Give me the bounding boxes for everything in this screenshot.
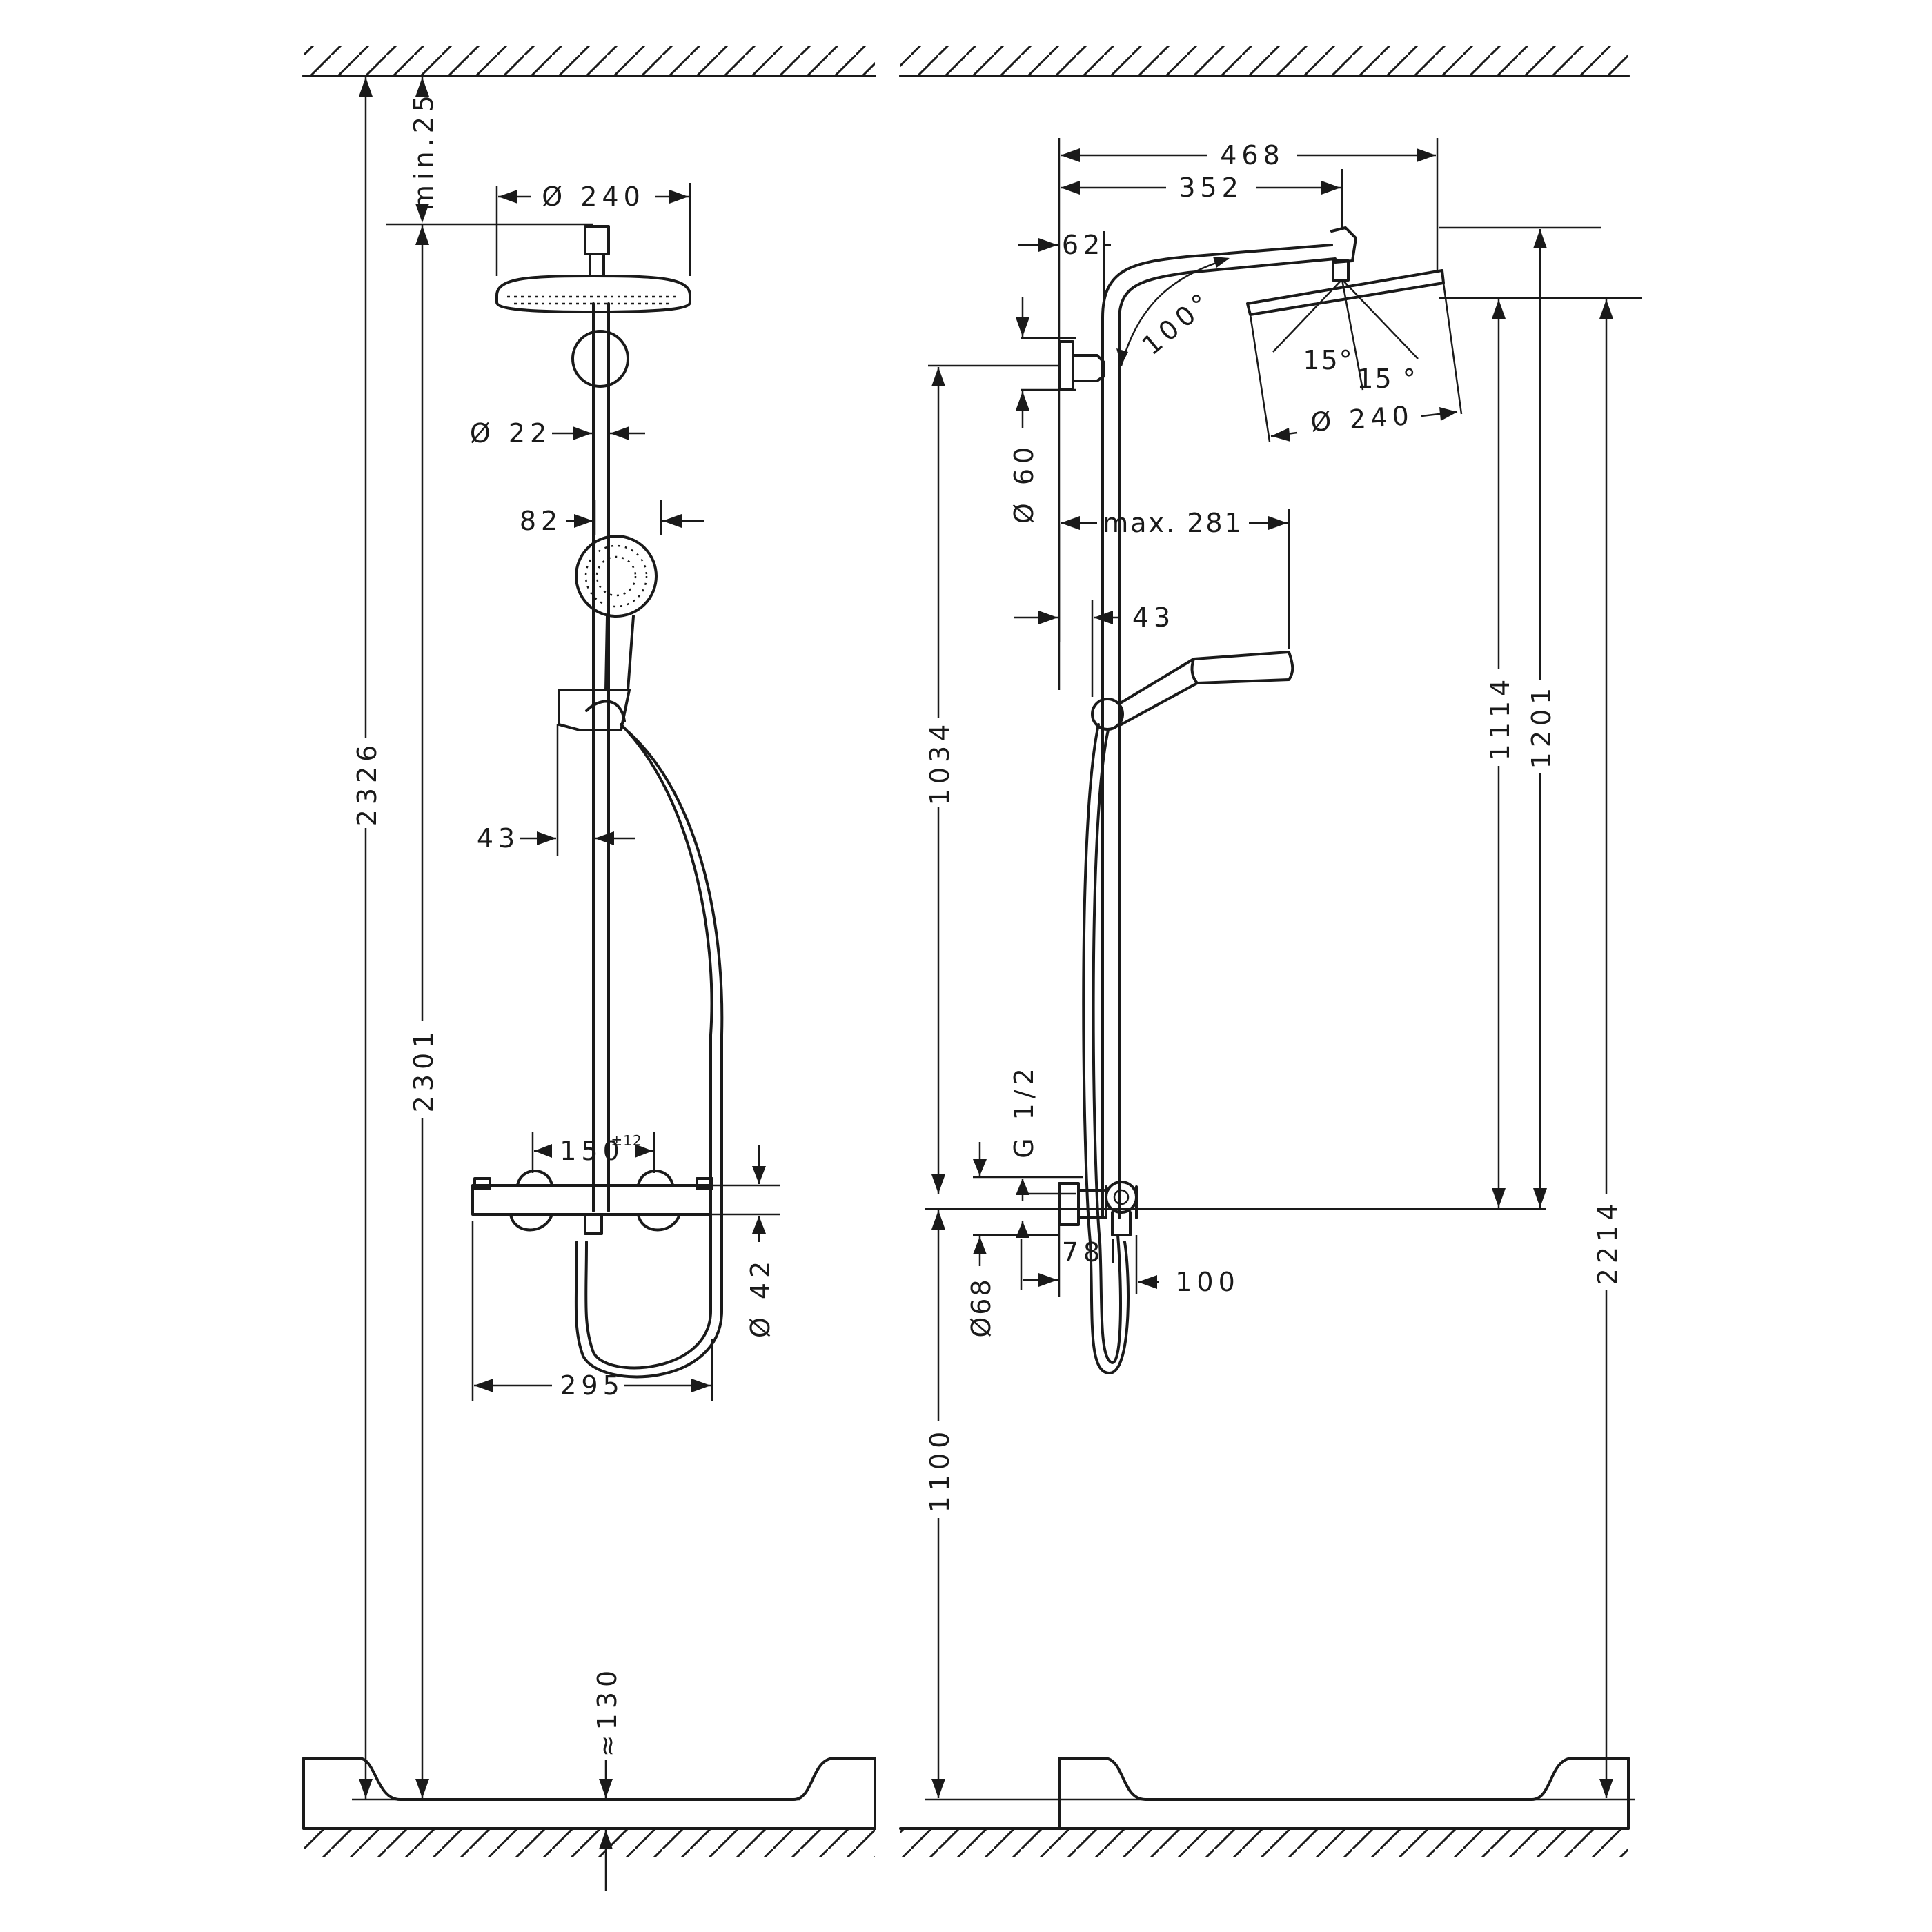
floor-left [302, 1827, 876, 1857]
shower-tray-right [1058, 1757, 1630, 1830]
side-label-468: 468 [1220, 140, 1285, 170]
front-label-pipe-diameter: Ø 22 [470, 418, 551, 448]
front-label-min25: min.25 [408, 90, 439, 210]
hand-shower-head [575, 535, 658, 618]
side-label-100deg: 100° [1136, 285, 1219, 362]
side-label-1201: 1201 [1526, 683, 1557, 769]
front-label-overhead-diameter: Ø 240 [542, 181, 645, 212]
front-label-150: 150 [560, 1136, 624, 1166]
floor-right [899, 1827, 1630, 1857]
ceiling-right [899, 46, 1630, 77]
shower-tray-left [302, 1757, 876, 1830]
side-label-2214: 2214 [1593, 1199, 1623, 1285]
side-label-overhead-diameter: Ø 240 [1310, 400, 1414, 437]
side-label-15deg-a: 15° [1303, 345, 1353, 375]
front-dimensions [352, 76, 800, 1891]
front-label-295: 295 [560, 1370, 624, 1401]
side-label-43: 43 [1132, 602, 1175, 633]
side-overhead-plate [1246, 269, 1445, 316]
side-label-1034: 1034 [925, 720, 955, 806]
side-label-78: 78 [1062, 1237, 1105, 1268]
front-mixer [471, 1184, 712, 1216]
front-label-42: Ø 42 [745, 1256, 776, 1338]
front-label-150-tolerance: ±12 [611, 1132, 642, 1149]
front-label-2326: 2326 [352, 740, 382, 827]
front-label-130: ≈130 [592, 1666, 622, 1757]
side-label-max281: max. 281 [1103, 508, 1243, 538]
side-label-1100: 1100 [925, 1427, 955, 1513]
ceiling-left [302, 46, 876, 77]
front-label-82: 82 [520, 506, 562, 536]
front-label-2301: 2301 [408, 1027, 439, 1113]
front-shower-column [471, 225, 724, 1379]
side-label-rosette-diameter: Ø 60 [1009, 442, 1039, 524]
side-label-15deg-b: 15 ° [1357, 364, 1417, 394]
side-label-100: 100 [1175, 1267, 1240, 1297]
side-label-flange-diameter: Ø68 [966, 1277, 996, 1337]
side-label-62: 62 [1062, 230, 1105, 260]
side-dimensions [925, 138, 1642, 1801]
side-label-352: 352 [1179, 172, 1243, 203]
side-label-g12: G 1/2 [1009, 1063, 1039, 1159]
side-shower-column [1058, 226, 1445, 1374]
side-label-1114: 1114 [1485, 675, 1515, 761]
front-label-43: 43 [477, 823, 520, 854]
